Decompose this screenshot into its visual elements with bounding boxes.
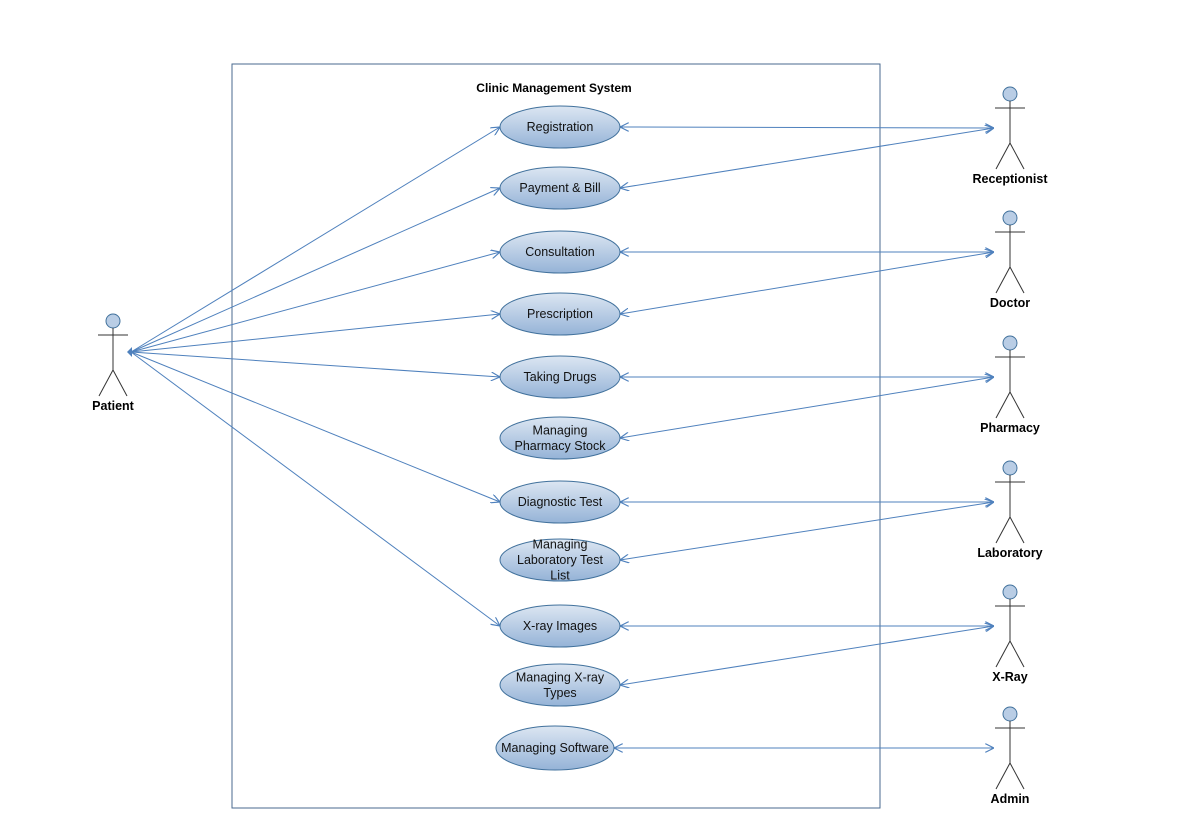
use-case-label: Registration xyxy=(527,120,594,134)
use-case-ellipse xyxy=(499,480,621,524)
use-case-ellipse xyxy=(495,725,615,771)
actors: Patient ReceptionistDoctorPharmacyLaborat… xyxy=(92,86,1048,806)
actor-laboratory[interactable]: Laboratory xyxy=(977,460,1043,560)
use-case-label: Pharmacy Stock xyxy=(514,439,606,453)
actor-doctor[interactable]: Doctor xyxy=(990,210,1030,310)
actor-xray[interactable]: X-Ray xyxy=(992,584,1028,684)
use-case-ellipse xyxy=(499,230,621,274)
association-patient-xray-images xyxy=(130,351,500,626)
association-patient-registration xyxy=(130,127,500,353)
actor-label: Laboratory xyxy=(977,546,1042,560)
association-patient-diagnostic-test xyxy=(130,351,500,502)
use-case-label: Payment & Bill xyxy=(519,181,600,195)
actor-figure-icon xyxy=(995,706,1025,790)
association-receptionist-registration xyxy=(620,127,994,128)
association-patient-consultation xyxy=(130,252,500,353)
use-case-label: Taking Drugs xyxy=(524,370,597,384)
use-case-ellipse xyxy=(499,604,621,648)
use-case-taking-drugs[interactable]: Taking Drugs xyxy=(499,355,621,399)
actor-figure-icon xyxy=(98,313,128,397)
use-case-ellipse xyxy=(499,292,621,336)
use-case-label: Prescription xyxy=(527,307,593,321)
use-case-xray-images[interactable]: X-ray Images xyxy=(499,604,621,648)
actor-label: Receptionist xyxy=(972,172,1048,186)
use-case-registration[interactable]: Registration xyxy=(499,105,621,149)
association-pharmacy-pharmacy-stock xyxy=(620,377,994,438)
use-case-label: Managing xyxy=(533,538,588,552)
use-case-label: Managing Software xyxy=(501,741,609,755)
use-case-ellipse xyxy=(499,355,621,399)
use-case-ellipse xyxy=(499,663,621,707)
use-case-consultation[interactable]: Consultation xyxy=(499,230,621,274)
use-case-ellipse xyxy=(499,538,621,582)
use-case-diagnostic-test[interactable]: Diagnostic Test xyxy=(499,480,621,524)
association-doctor-prescription xyxy=(620,252,994,314)
use-case-payment[interactable]: Payment & Bill xyxy=(499,166,621,210)
actor-label: X-Ray xyxy=(992,670,1027,684)
use-case-software[interactable]: Managing Software xyxy=(495,725,615,771)
actor-receptionist[interactable]: Receptionist xyxy=(972,86,1048,186)
use-case-prescription[interactable]: Prescription xyxy=(499,292,621,336)
use-case-label: Diagnostic Test xyxy=(518,495,603,509)
system-title: Clinic Management System xyxy=(476,81,631,95)
patient-association-origin xyxy=(127,347,132,357)
actor-label: Admin xyxy=(991,792,1030,806)
association-receptionist-payment xyxy=(620,128,994,188)
use-case-ellipse xyxy=(499,166,621,210)
actor-figure-icon xyxy=(995,210,1025,294)
actor-label: Patient xyxy=(92,399,135,413)
association-patient-taking-drugs xyxy=(130,351,500,377)
use-case-label: Types xyxy=(543,686,576,700)
actor-pharmacy[interactable]: Pharmacy xyxy=(980,335,1040,435)
actor-label: Doctor xyxy=(990,296,1030,310)
use-case-label: Managing X-ray xyxy=(516,670,605,684)
association-lines xyxy=(127,127,994,748)
association-patient-prescription xyxy=(130,314,500,353)
use-case-label: Laboratory Test xyxy=(517,553,603,567)
actor-patient[interactable]: Patient xyxy=(92,313,135,413)
actor-figure-icon xyxy=(995,460,1025,544)
actor-label: Pharmacy xyxy=(980,421,1040,435)
association-xray-xray-types xyxy=(620,626,994,685)
actor-figure-icon xyxy=(995,86,1025,170)
use-case-label: List xyxy=(550,569,570,583)
actor-figure-icon xyxy=(995,584,1025,668)
use-case-ellipse xyxy=(499,105,621,149)
actor-admin[interactable]: Admin xyxy=(991,706,1030,806)
actor-figure-icon xyxy=(995,335,1025,419)
association-patient-payment xyxy=(130,188,500,353)
use-case-label: X-ray Images xyxy=(523,619,597,633)
association-laboratory-lab-test-list xyxy=(620,502,994,560)
use-case-label: Consultation xyxy=(525,245,595,259)
use-case-ellipse xyxy=(499,416,621,460)
use-case-label: Managing xyxy=(533,423,588,437)
